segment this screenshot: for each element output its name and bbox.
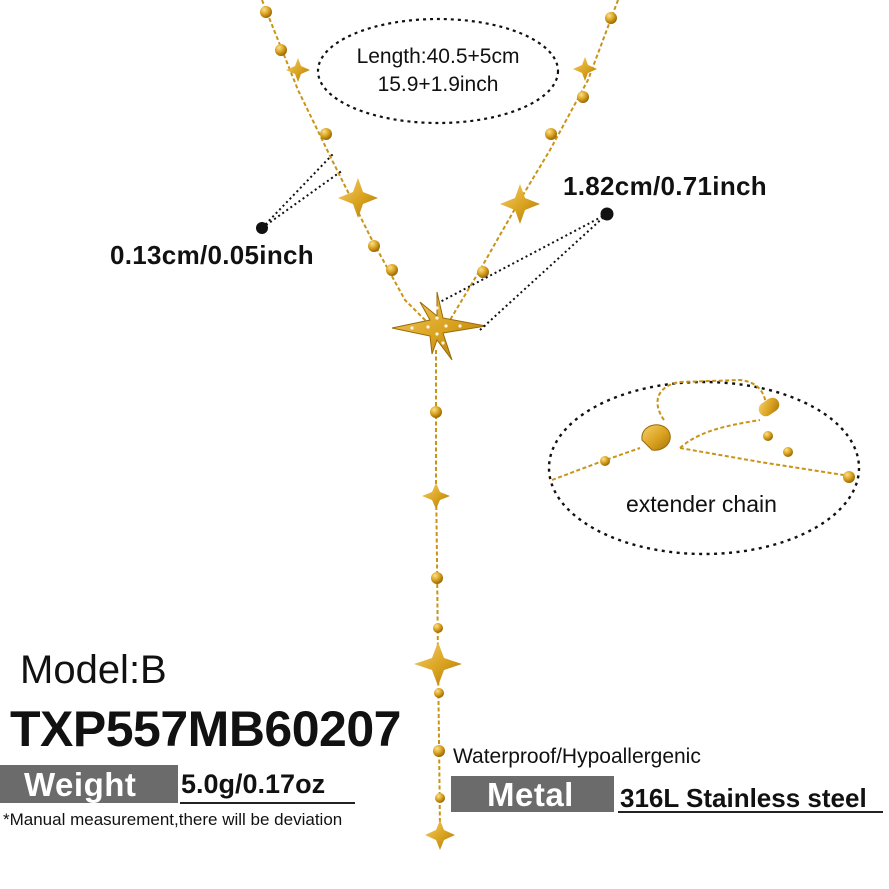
model-label: Model:B	[20, 648, 167, 692]
star-charm-icon	[286, 58, 310, 82]
material-underline	[618, 811, 883, 813]
length-cm-label: Length:40.5+5cm	[356, 45, 520, 68]
bead	[434, 688, 444, 698]
pendant-marker	[600, 207, 614, 221]
star-charm-icon	[414, 642, 462, 686]
waterproof-label: Waterproof/Hypoallergenic	[453, 745, 701, 768]
bead	[433, 623, 443, 633]
lobster-clasp-icon	[641, 424, 671, 451]
bead	[600, 456, 610, 466]
measurement-note: *Manual measurement,there will be deviat…	[3, 810, 343, 829]
weight-bar: Weight	[0, 765, 178, 803]
bead	[763, 431, 773, 441]
model-code: TXP557MB60207	[10, 701, 401, 757]
star-charm-icon	[425, 820, 455, 850]
bead	[843, 471, 855, 483]
star-charms	[286, 57, 597, 850]
oval-tag-icon	[758, 397, 780, 417]
bead	[545, 128, 557, 140]
weight-value: 5.0g/0.17oz	[181, 769, 326, 799]
bead	[435, 793, 445, 803]
bead	[430, 406, 442, 418]
bead	[368, 240, 380, 252]
star-charm-icon	[338, 178, 378, 218]
bead	[433, 745, 445, 757]
star-charm-icon	[500, 184, 540, 224]
material-value: 316L Stainless steel	[620, 783, 867, 813]
bead	[477, 266, 489, 278]
bead	[320, 128, 332, 140]
leader-lines	[261, 153, 608, 331]
metal-bar: Metal	[451, 776, 614, 813]
bead	[605, 12, 617, 24]
star-charm-icon	[422, 483, 450, 509]
bead-size-label: 0.13cm/0.05inch	[110, 240, 314, 270]
bead	[275, 44, 287, 56]
bead	[260, 6, 272, 18]
eight-point-star-pendant-icon	[391, 291, 487, 361]
pendant	[391, 291, 487, 361]
metal-label: Metal	[487, 776, 574, 813]
weight-label: Weight	[24, 766, 137, 803]
bead	[577, 91, 589, 103]
extender-chain	[641, 397, 780, 451]
beads	[260, 6, 855, 803]
bead	[431, 572, 443, 584]
pendant-size-label: 1.82cm/0.71inch	[563, 171, 767, 201]
bead	[386, 264, 398, 276]
length-inch-label: 15.9+1.9inch	[377, 73, 499, 96]
bead-marker	[256, 222, 268, 234]
extender-chain-label: extender chain	[626, 491, 777, 517]
star-charm-icon	[573, 57, 597, 81]
weight-underline	[180, 802, 355, 804]
length-oval	[316, 17, 560, 125]
extender-oval	[547, 380, 861, 556]
bead	[783, 447, 793, 457]
